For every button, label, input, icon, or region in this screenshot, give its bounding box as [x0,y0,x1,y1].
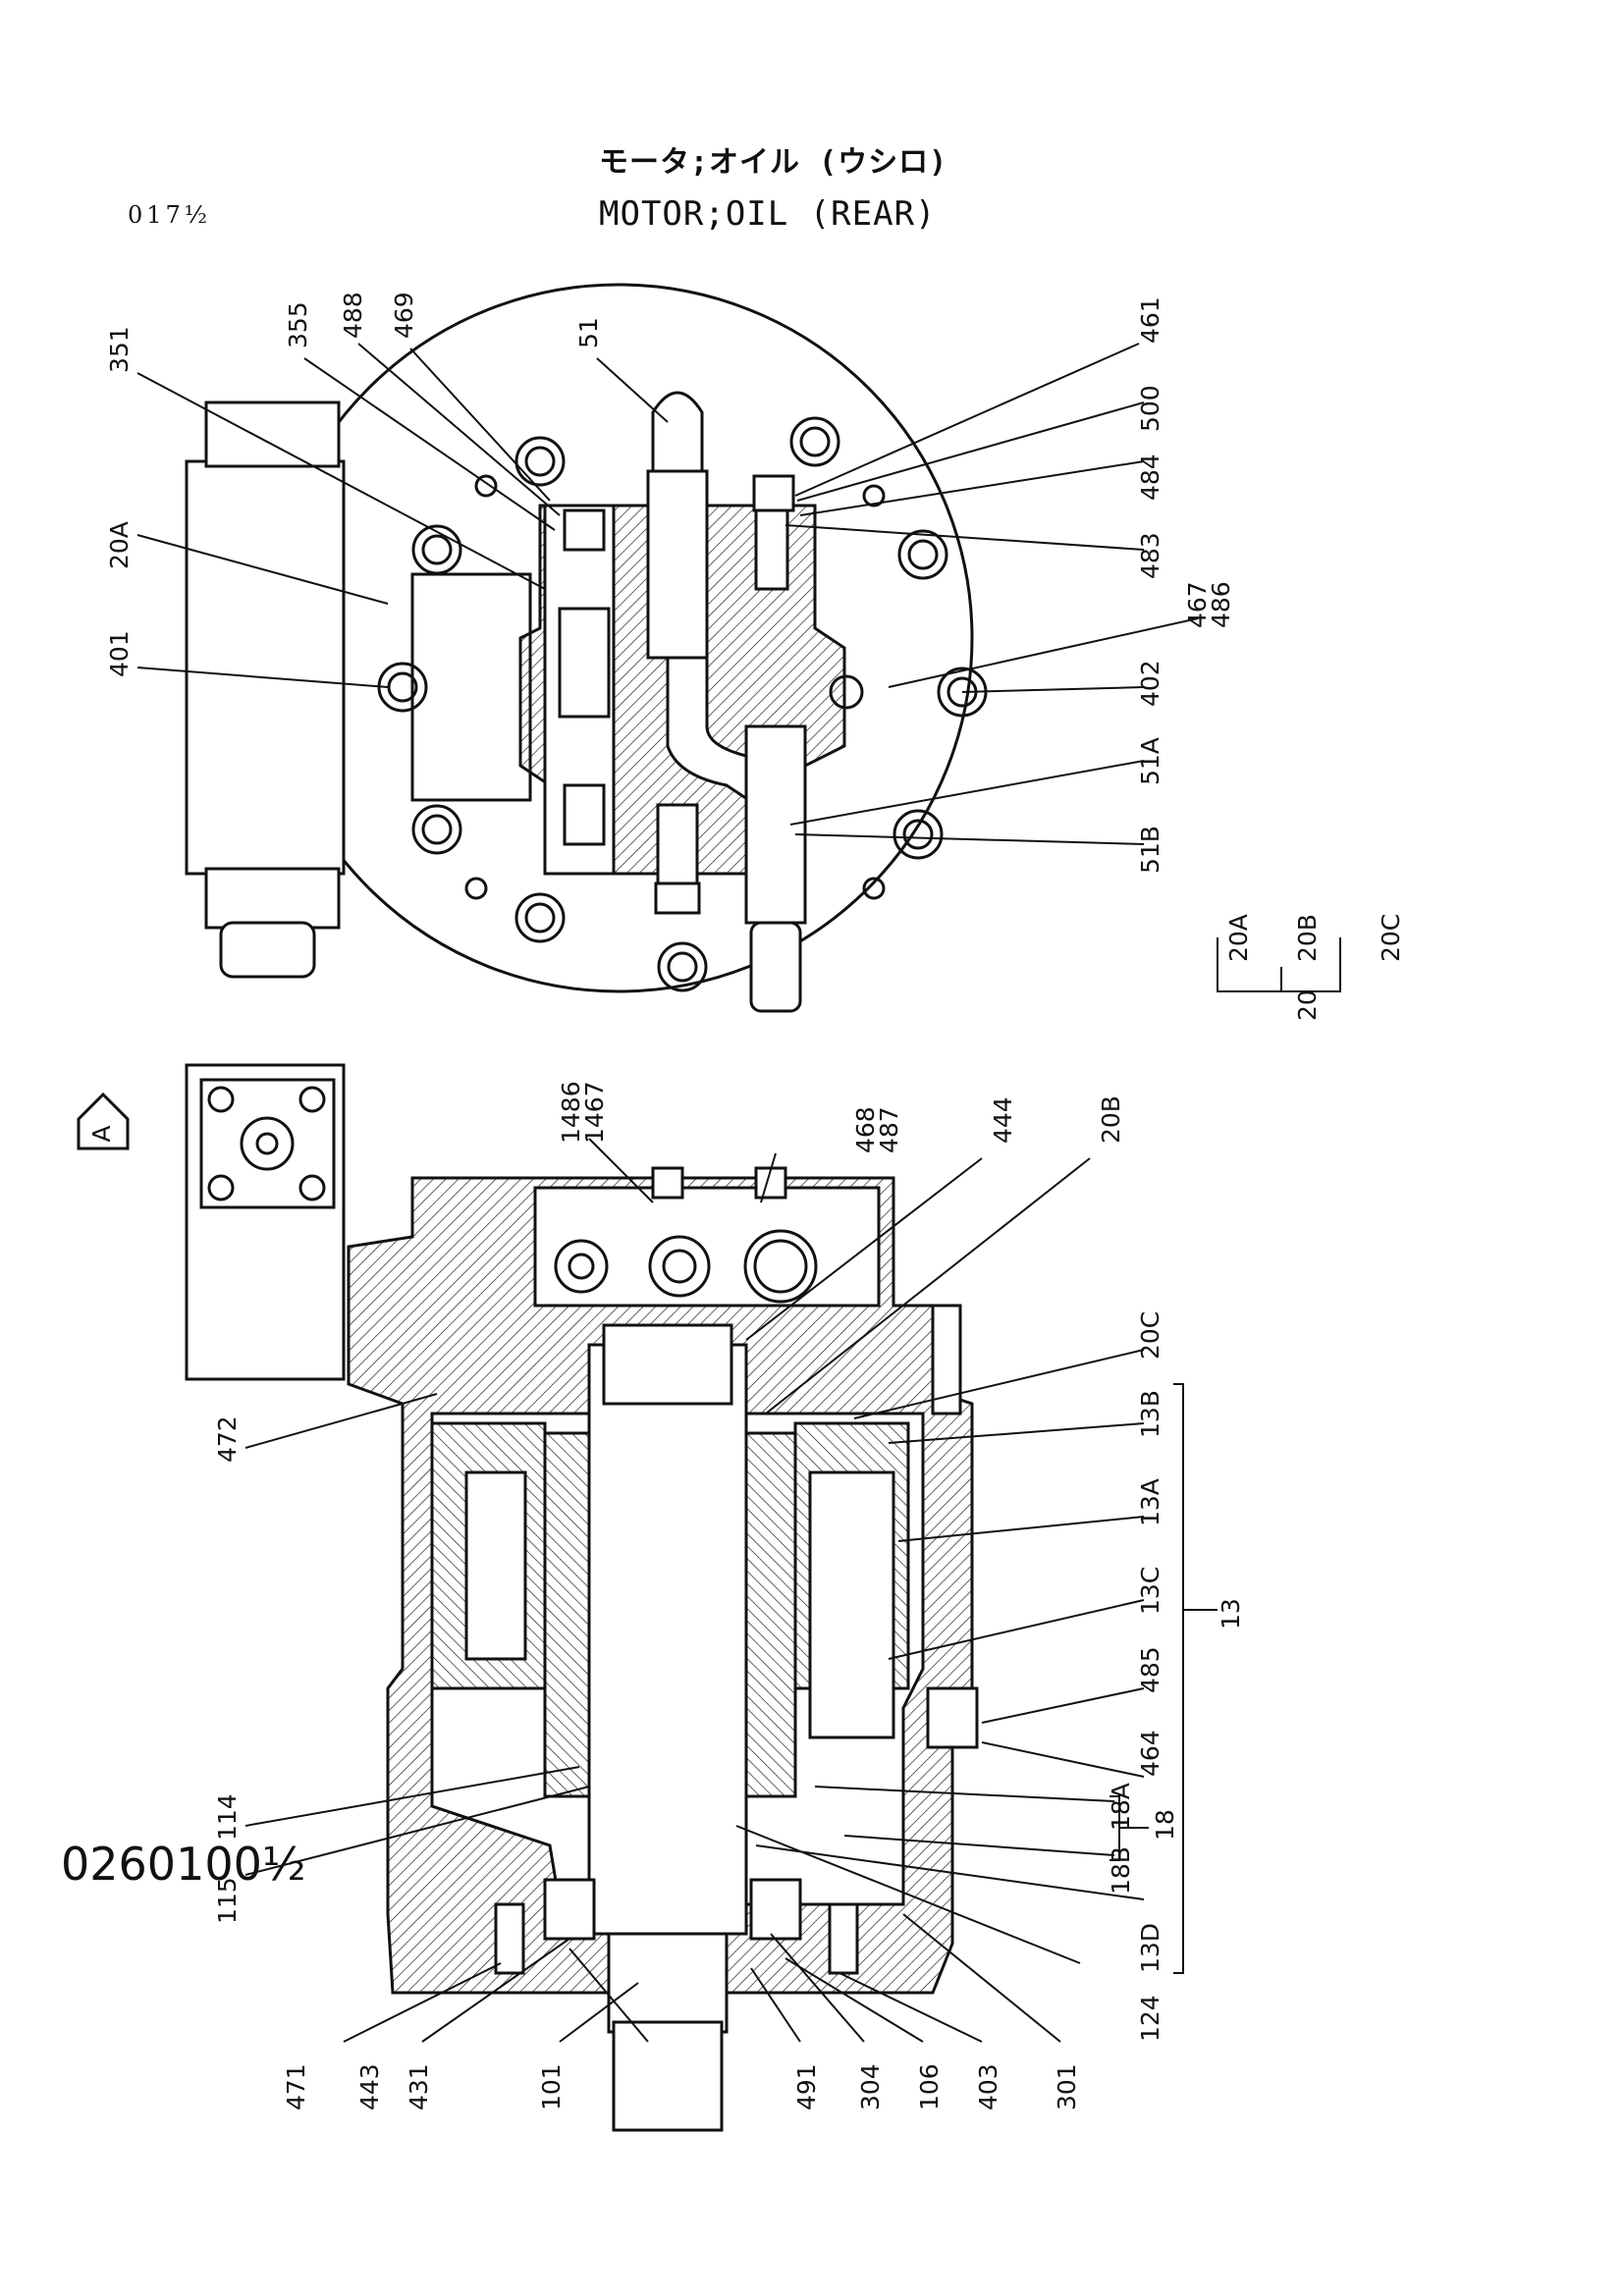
part-label-13A: 13A [1136,1478,1164,1526]
part-label-401: 401 [105,630,134,677]
page-code: 017½ [128,201,212,229]
part-label-467: 467 [1183,581,1212,628]
part-label-355: 355 [284,301,312,348]
part-label-461: 461 [1136,296,1164,344]
part-label-500: 500 [1136,385,1164,432]
part-label-351: 351 [105,326,134,373]
part-label-468: 468 [851,1106,880,1153]
part-label-101: 101 [537,2063,566,2110]
part-label-486: 486 [1207,581,1235,628]
part-label-485: 485 [1136,1646,1164,1693]
top-view-drawing [185,283,988,1013]
title-english: MOTOR;OIL (REAR) [599,194,937,234]
part-label-487: 487 [875,1106,903,1153]
part-label-403: 403 [974,2063,1002,2110]
part-label-483: 483 [1136,532,1164,579]
view-a-label: A [87,1125,116,1142]
part-label-472: 472 [213,1415,242,1463]
part-label-51B: 51B [1136,826,1164,874]
group-label-20B: 20B [1293,914,1322,962]
part-label-443: 443 [355,2063,384,2110]
part-label-115: 115 [213,1877,242,1924]
part-label-51A: 51A [1136,737,1164,785]
group-20-labels: 20 20A 20B 20C [1224,914,1405,1021]
group-label-20C: 20C [1377,914,1405,962]
view-a-marker [77,1092,130,1150]
part-label-1486: 1486 [557,1081,585,1144]
group-label-18: 18 [1151,1809,1179,1841]
part-label-20B-section: 20B [1097,1095,1125,1144]
part-label-484: 484 [1136,454,1164,501]
part-label-51: 51 [574,317,603,348]
part-label-402: 402 [1136,660,1164,707]
part-label-18B: 18B [1107,1846,1135,1895]
part-label-124: 124 [1136,1995,1164,2042]
part-label-20A: 20A [105,521,134,569]
top-view-labels: 351 355 488 469 51 461 500 484 483 467 4… [105,292,1235,874]
title-japanese: モータ;オイル (ウシロ) [599,145,948,180]
part-label-1467: 1467 [580,1081,609,1144]
document-number: 0260100½ [61,1838,306,1891]
group-label-20A: 20A [1224,914,1253,962]
group-label-13: 13 [1217,1598,1245,1629]
top-view-leaders [136,343,1199,845]
section-view-leaders [244,1138,1145,2043]
part-label-304: 304 [856,2063,885,2110]
part-label-471: 471 [282,2063,310,2110]
part-label-20C-section: 20C [1136,1311,1164,1360]
part-label-13C: 13C [1136,1567,1164,1615]
part-label-114: 114 [213,1793,242,1841]
part-label-464: 464 [1136,1730,1164,1777]
part-label-491: 491 [792,2063,821,2110]
part-label-13B: 13B [1136,1390,1164,1438]
part-label-301: 301 [1053,2063,1081,2110]
part-label-469: 469 [390,292,418,339]
section-view-labels: 1486 1467 468 487 444 20B 20C 13B 13A 13… [213,1081,1164,2110]
part-label-488: 488 [339,292,367,339]
group-label-20: 20 [1293,989,1322,1021]
group-13-18-labels: 13 18 [1151,1598,1245,1841]
part-label-444: 444 [989,1096,1017,1144]
part-label-18A: 18A [1107,1783,1135,1831]
part-label-106: 106 [915,2063,944,2110]
group-brackets [1109,937,1341,1974]
section-view-drawing [185,1063,979,2132]
part-label-13D: 13D [1136,1923,1164,1973]
part-label-431: 431 [405,2063,433,2110]
